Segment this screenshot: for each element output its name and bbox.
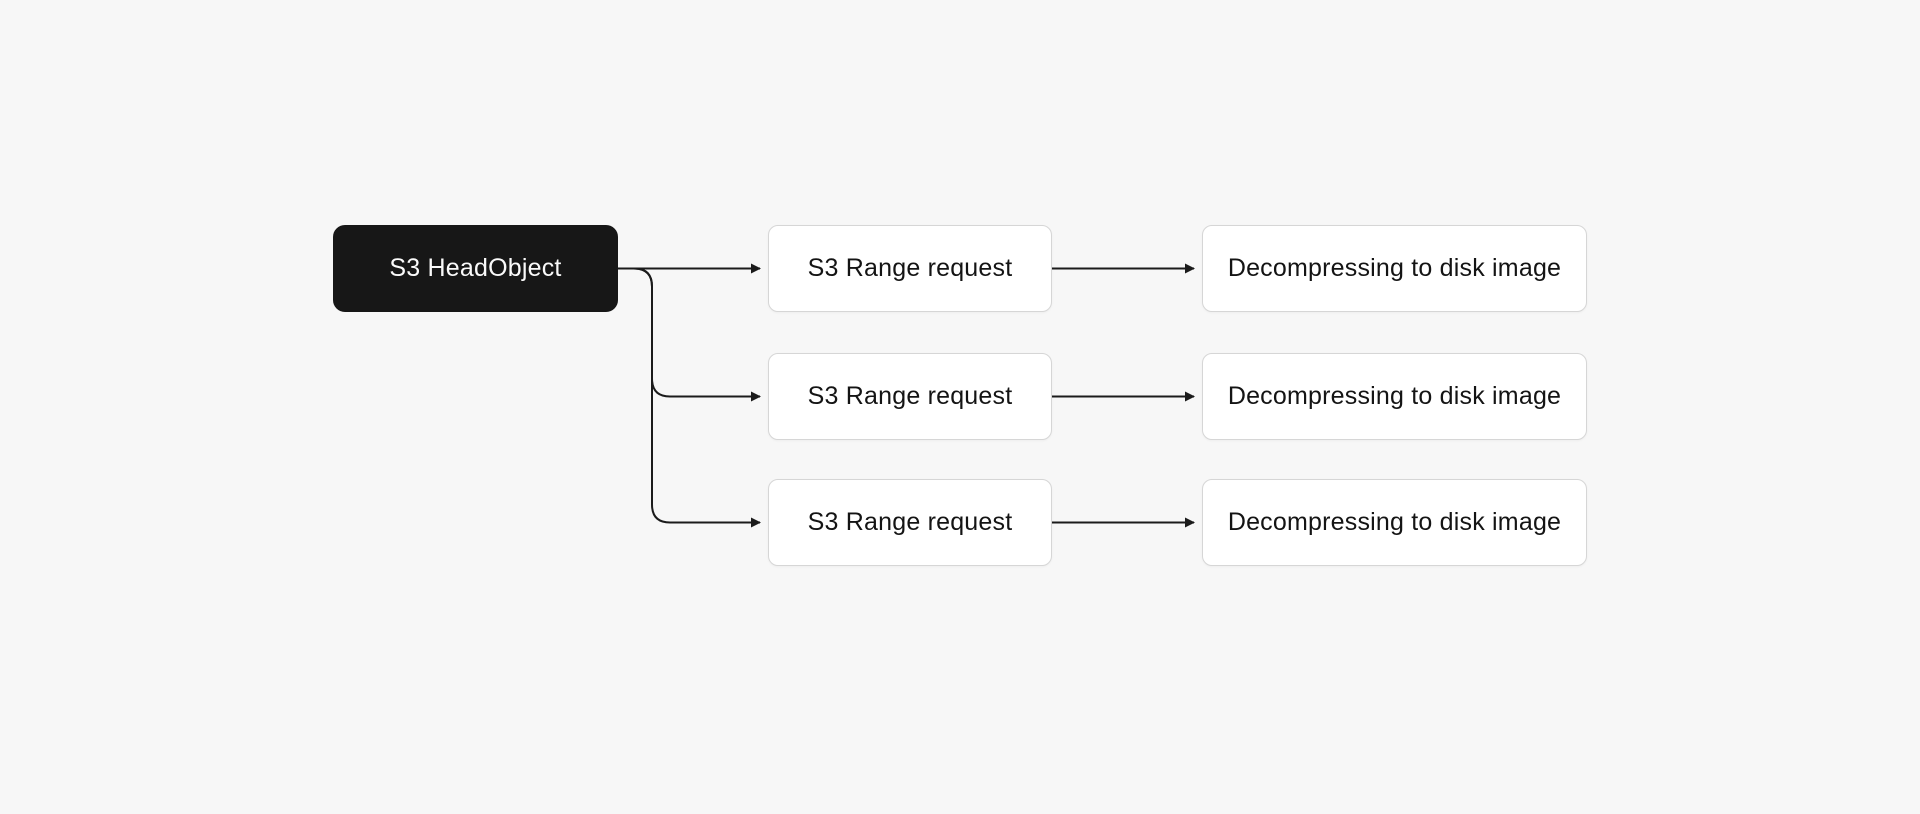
node-label: Decompressing to disk image: [1227, 508, 1562, 536]
node-decompressing-3[interactable]: Decompressing to disk image: [1202, 479, 1587, 566]
node-label: S3 Range request: [807, 382, 1013, 410]
node-label: S3 HeadObject: [389, 254, 562, 282]
node-s3-range-request-1[interactable]: S3 Range request: [768, 225, 1052, 312]
edge-head-to-range-2: [618, 267, 761, 402]
node-s3-range-request-2[interactable]: S3 Range request: [768, 353, 1052, 440]
edge-head-to-range-3: [618, 267, 761, 528]
node-decompressing-1[interactable]: Decompressing to disk image: [1202, 225, 1587, 312]
node-s3-headobject[interactable]: S3 HeadObject: [333, 225, 618, 312]
node-decompressing-2[interactable]: Decompressing to disk image: [1202, 353, 1587, 440]
node-label: Decompressing to disk image: [1227, 254, 1562, 282]
node-label: Decompressing to disk image: [1227, 382, 1562, 410]
node-label: S3 Range request: [807, 254, 1013, 282]
node-label: S3 Range request: [807, 508, 1013, 536]
node-s3-range-request-3[interactable]: S3 Range request: [768, 479, 1052, 566]
